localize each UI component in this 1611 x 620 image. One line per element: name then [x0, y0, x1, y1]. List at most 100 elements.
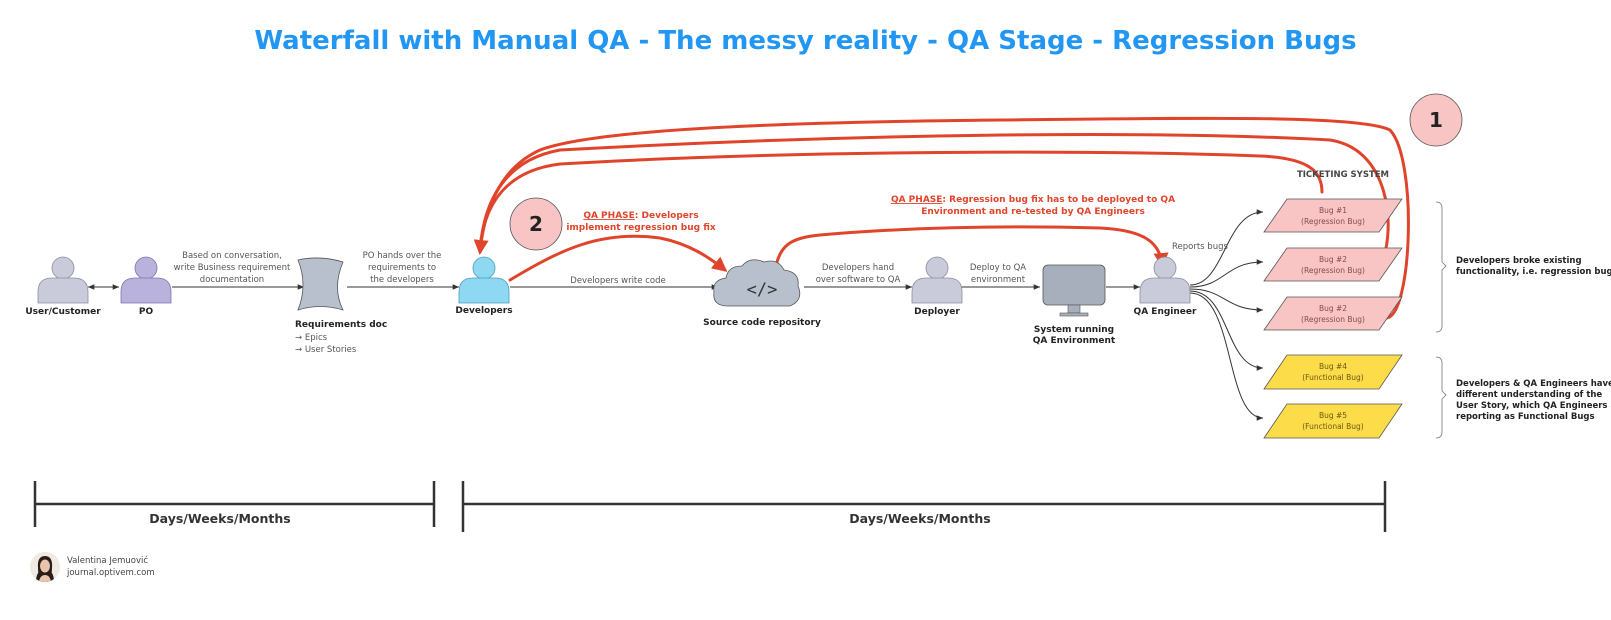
svg-text:QA PHASE: Developers: QA PHASE: Developers [583, 211, 698, 221]
regression-feedback-loops [473, 116, 1410, 320]
arrow-qa-bug3 [1189, 288, 1264, 313]
bug-3-type: (Regression Bug) [1301, 315, 1365, 324]
qa-label: QA Engineer [1134, 307, 1197, 317]
edge-dev-repo: Developers write code [570, 276, 665, 286]
edge-po-doc-2: write Business requirement [174, 263, 291, 273]
regression-note-line-1: Developers broke existing [1456, 256, 1582, 266]
person-icon [458, 256, 510, 304]
marker-2: 2 [509, 197, 563, 251]
qa-phase-1-line2: Environment and re-tested by QA Engineer… [921, 207, 1145, 217]
qa-phase-2-line2: implement regression bug fix [566, 223, 716, 233]
author-credit: Valentina Jemuović journal.optivem.com [30, 551, 155, 583]
actor-customer: User/Customer [25, 256, 101, 317]
bug-2-type: (Regression Bug) [1301, 266, 1365, 275]
svg-text:QA PHASE: Regression bug fix h: QA PHASE: Regression bug fix has to be d… [891, 195, 1175, 205]
cloud-code-icon [713, 259, 801, 307]
req-item-stories: → User Stories [295, 345, 357, 355]
brace [1435, 201, 1447, 333]
avatar [30, 552, 60, 582]
bug-4-name: Bug #4 [1319, 362, 1347, 371]
qa-phase-label-2: QA PHASE: Developers implement regressio… [566, 211, 716, 233]
bug-1: Bug #1 (Regression Bug) [1263, 198, 1403, 233]
flow-arrows [88, 209, 1264, 421]
functional-note-line-1: Developers & QA Engineers have a [1456, 379, 1611, 389]
timeline-left [33, 481, 436, 527]
person-icon [1139, 256, 1191, 304]
actor-po: PO [120, 256, 172, 317]
edge-labels: Based on conversation, write Business re… [174, 242, 1229, 286]
functional-note-line-4: reporting as Functional Bugs [1456, 412, 1595, 422]
code-icon: </> [747, 280, 778, 300]
edge-deployer-system-2: environment [971, 275, 1026, 285]
qa-phase-2-line1: : Developers [635, 211, 699, 221]
po-label: PO [139, 307, 154, 317]
regression-note: Developers broke existing functionality,… [1435, 201, 1611, 333]
qa-phase-2-prefix: QA PHASE [583, 211, 634, 221]
actor-deployer: Deployer [911, 256, 963, 317]
edge-repo-deployer-2: over software to QA [816, 275, 901, 285]
person-icon [911, 256, 963, 304]
loop-bug2 [478, 133, 1390, 267]
customer-label: User/Customer [25, 307, 101, 317]
person-icon [120, 256, 172, 304]
arrow-qa-bug2 [1189, 259, 1264, 288]
portrait-icon [30, 552, 60, 582]
source-repo: </> Source code repository [703, 259, 821, 328]
brace [1435, 356, 1447, 439]
req-item-epics: → Epics [295, 333, 328, 343]
document-icon [297, 257, 344, 311]
requirements-label: Requirements doc [295, 320, 387, 330]
qa-phase-label-1: QA PHASE: Regression bug fix has to be d… [891, 195, 1175, 217]
author-name: Valentina Jemuović [67, 556, 149, 566]
arrow-qa-bug4 [1189, 290, 1264, 371]
system-label-2: QA Environment [1033, 336, 1116, 346]
timeline-right-label: Days/Weeks/Months [849, 511, 990, 526]
bug-4-type: (Functional Bug) [1302, 373, 1364, 382]
edge-doc-dev-3: the developers [370, 275, 434, 285]
person-icon [37, 256, 89, 304]
deployer-label: Deployer [914, 307, 960, 317]
bug-5-type: (Functional Bug) [1302, 422, 1364, 431]
edge-po-doc-1: Based on conversation, [182, 251, 282, 261]
arrow-qa-bug1 [1189, 209, 1264, 286]
edge-po-doc-3: documentation [200, 275, 264, 285]
repo-label: Source code repository [703, 318, 821, 328]
bug-5: Bug #5 (Functional Bug) [1263, 403, 1403, 439]
bug-1-name: Bug #1 [1319, 206, 1347, 215]
loop-bug3 [473, 116, 1410, 320]
edge-doc-dev-1: PO hands over the [363, 251, 442, 261]
marker-2-number: 2 [529, 212, 543, 236]
dev-to-repo-fix [508, 234, 728, 282]
bug-2: Bug #2 (Regression Bug) [1263, 247, 1403, 282]
bug-4: Bug #4 (Functional Bug) [1263, 354, 1403, 390]
arrow-qa-bug5 [1189, 292, 1264, 421]
qa-phase-1-line1: : Regression bug fix has to be deployed … [942, 195, 1175, 205]
functional-note-line-2: different understanding of the [1456, 390, 1602, 400]
edge-reports-bugs: Reports bugs [1172, 242, 1228, 252]
monitor-icon [1042, 264, 1106, 317]
bug-3: Bug #2 (Regression Bug) [1263, 296, 1403, 331]
timeline-right [461, 481, 1387, 532]
bug-2-name: Bug #2 [1319, 255, 1347, 264]
bug-1-type: (Regression Bug) [1301, 217, 1365, 226]
edge-doc-dev-2: requirements to [368, 263, 436, 273]
qa-phase-1-prefix: QA PHASE [891, 195, 942, 205]
bug-5-name: Bug #5 [1319, 411, 1347, 420]
requirements-doc: Requirements doc → Epics → User Stories [295, 257, 387, 355]
marker-1-number: 1 [1429, 108, 1443, 132]
functional-note-line-3: User Story, which QA Engineers are [1456, 401, 1611, 411]
loop-bug1 [478, 150, 1324, 252]
marker-1: 1 [1409, 93, 1463, 147]
actor-qa-engineer: QA Engineer [1134, 256, 1197, 317]
edge-deployer-system-1: Deploy to QA [970, 263, 1026, 273]
timeline-left-label: Days/Weeks/Months [149, 511, 290, 526]
functional-note: Developers & QA Engineers have a differe… [1435, 356, 1611, 439]
page-title: Waterfall with Manual QA - The messy rea… [254, 26, 1357, 56]
bug-3-name: Bug #2 [1319, 304, 1347, 313]
qa-system: System running QA Environment [1033, 264, 1116, 346]
system-label-1: System running [1034, 325, 1114, 335]
actor-developers: Developers [455, 256, 513, 316]
author-site[interactable]: journal.optivem.com [67, 568, 155, 578]
repo-to-qa-fix [773, 225, 1169, 272]
